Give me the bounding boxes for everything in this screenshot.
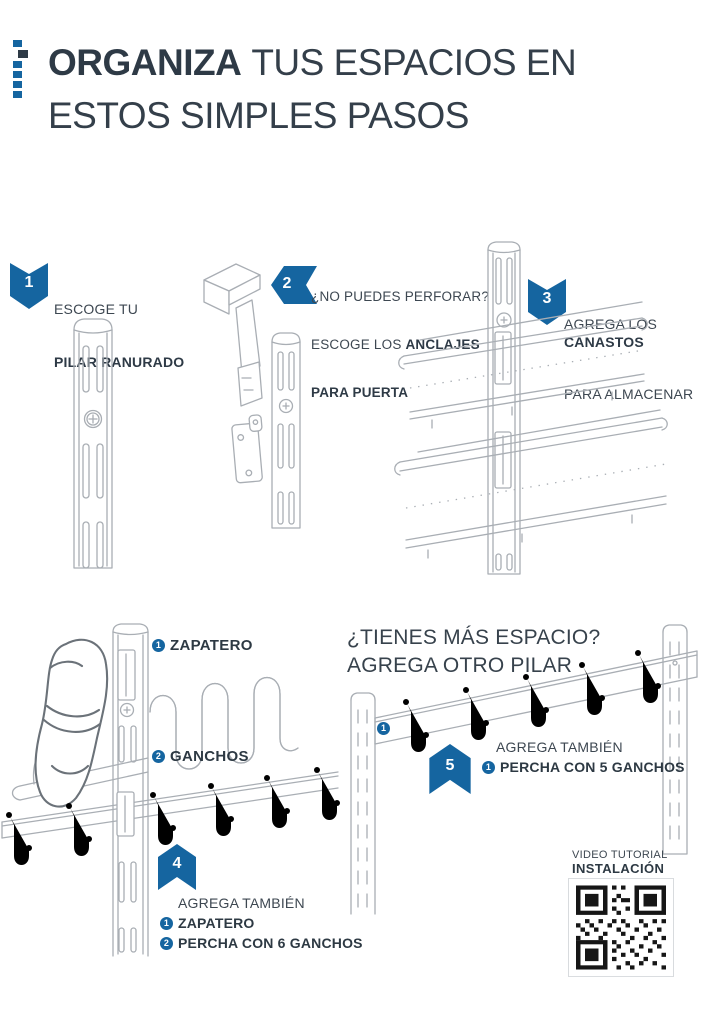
circled-2-icon: 2 [160, 936, 173, 950]
baskets-illustration [394, 241, 668, 575]
more-space-heading: ¿TIENES MÁS ESPACIO? AGREGA OTRO PILAR [347, 626, 601, 677]
title-bold: ORGANIZA [48, 42, 242, 83]
step3-label: AGREGA LOS CANASTOS PARA ALMACENAR [564, 316, 694, 402]
right-pillar [662, 624, 688, 855]
hook-rail-5 [403, 650, 661, 752]
slot-pillar-logo-icon [13, 40, 43, 101]
hook-rail-6 [1, 767, 340, 865]
step2-label: ¿NO PUEDES PERFORAR? ESCOGE LOS ANCLAJES… [311, 289, 490, 400]
door-anchor-plate [231, 414, 263, 484]
step1-number: 1 [24, 274, 34, 291]
mini-pillar [271, 332, 301, 529]
step5-badge: 5 [428, 744, 472, 794]
rail-marker-circled-1: 1 [377, 722, 390, 735]
title-rest: TUS ESPACIOS EN [251, 42, 577, 83]
step3-number: 3 [542, 290, 552, 307]
over-door-bracket [203, 263, 263, 407]
step1-label: ESCOGE TU PILAR RANURADO [54, 301, 185, 370]
qr-modules [576, 885, 666, 970]
step4-badge: 4 [158, 844, 196, 890]
ganchos-callout: 2 GANCHOS [152, 748, 249, 765]
rail-illustration [350, 624, 698, 915]
step4-also-list: AGREGA TAMBIÉN 1 ZAPATERO 2 PERCHA CON 6… [160, 894, 363, 952]
basket-bottom [394, 409, 668, 559]
circled-2-icon: 2 [152, 750, 165, 763]
circled-1-icon: 1 [152, 639, 165, 652]
circled-1-icon: 1 [482, 760, 495, 774]
step5-number: 5 [445, 757, 455, 774]
basket-top [398, 301, 648, 429]
step4-number: 4 [172, 855, 182, 872]
circled-1-icon: 1 [160, 916, 173, 930]
shoe [34, 638, 109, 808]
shoe-rack-illustration [1, 623, 340, 957]
video-tutorial-label: VIDEO TUTORIAL INSTALACIÓN [572, 849, 668, 876]
basket-pillar [487, 241, 521, 575]
step3-badge: 3 [528, 279, 566, 325]
door-anchor-illustration [203, 263, 301, 529]
step1-badge: 1 [10, 263, 48, 309]
step5-also-list: AGREGA TAMBIÉN 1 PERCHA CON 5 GANCHOS [482, 738, 685, 776]
slotted-pillar-illustration [73, 318, 113, 569]
rack-pillar [112, 623, 149, 957]
title-line2: ESTOS SIMPLES PASOS [48, 95, 469, 136]
qr-code [568, 878, 674, 977]
left-pillar [350, 692, 376, 915]
zapatero-callout: 1 ZAPATERO [152, 637, 253, 654]
step2-badge: 2 [271, 266, 317, 304]
step2-number: 2 [282, 275, 292, 292]
